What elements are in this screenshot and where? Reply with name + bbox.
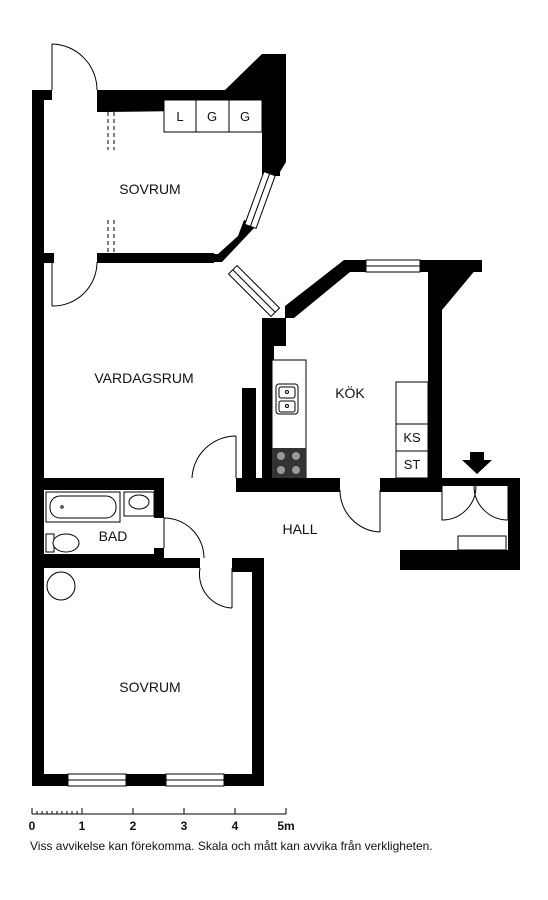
- scale-bar: [31, 808, 287, 815]
- stove-icon: [272, 448, 306, 478]
- room-label-hall: HALL: [282, 521, 317, 537]
- appliance-st: ST: [404, 457, 421, 472]
- wardrobe-units: L G G: [163, 99, 263, 133]
- dashed-lines: [107, 112, 413, 448]
- appliance-ks: KS: [403, 430, 421, 445]
- doors: [51, 43, 509, 609]
- wardrobe-label-g1: G: [207, 109, 217, 124]
- room-label-vardagsrum: VARDAGSRUM: [94, 370, 193, 386]
- disclaimer-text: Viss avvikelse kan förekomma. Skala och …: [30, 839, 433, 853]
- room-label-sovrum-top: SOVRUM: [119, 181, 180, 197]
- scale-tick-0: 0: [29, 819, 36, 833]
- toilet-icon: [45, 533, 80, 553]
- wall-openings: [52, 86, 97, 100]
- scale-tick-4: 4: [232, 819, 239, 833]
- windows: [67, 170, 421, 787]
- room-label-kok: KÖK: [335, 384, 365, 401]
- sink-icon: [275, 383, 299, 415]
- scale-tick-1: 1: [79, 819, 86, 833]
- bathtub-icon: [45, 491, 121, 523]
- walls: [32, 54, 520, 786]
- hall-shelf: [457, 535, 507, 551]
- round-object: [46, 571, 76, 601]
- entrance-arrow-icon: [462, 452, 492, 474]
- scale-tick-3: 3: [181, 819, 188, 833]
- washbasin-icon: [123, 491, 155, 517]
- room-label-sovrum-bottom: SOVRUM: [119, 679, 180, 695]
- scale-tick-5: 5m: [277, 819, 294, 833]
- scale-tick-2: 2: [130, 819, 137, 833]
- wardrobe-label-l: L: [176, 109, 183, 124]
- wardrobe-label-g2: G: [240, 109, 250, 124]
- room-label-bad: BAD: [99, 528, 128, 544]
